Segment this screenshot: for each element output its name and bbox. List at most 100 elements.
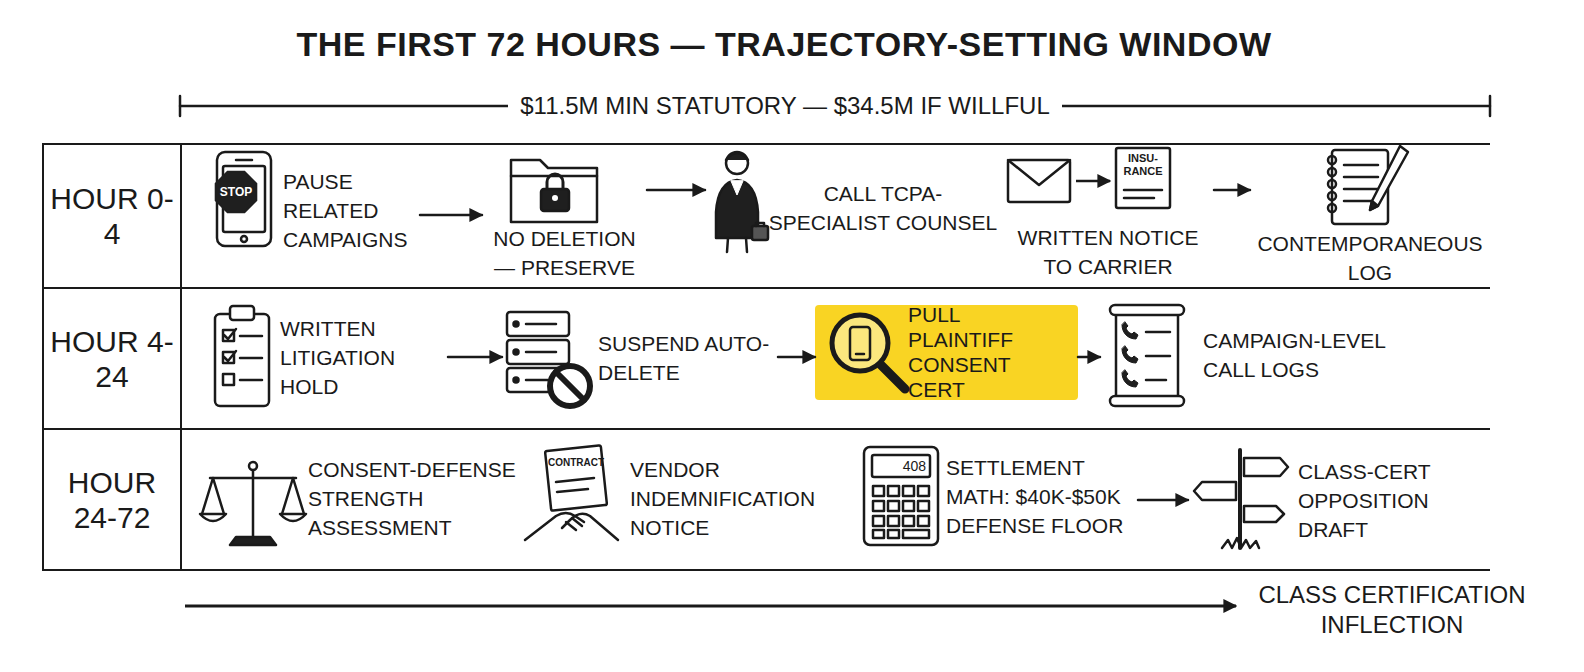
step-text-wrap: WRITTEN LITIGATION HOLD: [280, 314, 445, 401]
scales-icon: [230, 537, 276, 545]
step-text-wrap: CAMPAIGN-LEVEL CALL LOGS: [1203, 326, 1418, 384]
folder-lock-icon: [511, 160, 597, 222]
step-label: WRITTEN NOTICE TO CARRIER: [1002, 223, 1214, 281]
calculator-icon: [918, 516, 929, 526]
calculator-icon: [873, 516, 884, 526]
folder-lock-icon: [552, 195, 558, 201]
step-text-wrap: CONTEMPORANEOUS LOG: [1250, 229, 1490, 287]
dimension-label: $11.5M MIN STATUTORY — $34.5M IF WILLFUL: [508, 92, 1061, 120]
scales-icon: [280, 514, 306, 521]
document-text: CONTRACT: [547, 457, 605, 469]
counsel-icon: [756, 223, 764, 226]
call-log-scroll: [1146, 379, 1166, 382]
time-band: HOUR 24-72 CONSENT-DEFENSE STRENGTH ASSES…: [42, 428, 1490, 571]
step-text-wrap: SETTLEMENT MATH: $40K-$50K DEFENSE FLOOR: [946, 453, 1136, 540]
scales-icon: [200, 514, 226, 521]
clipboard-icon: [215, 306, 269, 406]
folder-lock-icon: [541, 189, 569, 211]
step-item: WRITTEN NOTICE TO CARRIER: [1002, 148, 1214, 278]
envelope-icon: [1008, 160, 1070, 185]
contract-handshake-icon: [566, 518, 582, 530]
calculator-icon: [888, 516, 899, 526]
signpost-icon: [1194, 450, 1288, 548]
hour-label: HOUR 24-72: [49, 465, 175, 535]
phone-icon: [236, 159, 252, 162]
server-icon: [556, 372, 584, 400]
step-text-wrap: SUSPEND AUTO-DELETE: [598, 329, 776, 387]
step-label: CONSENT-DEFENSE STRENGTH ASSESSMENT: [308, 455, 533, 542]
dimension-line: [1489, 96, 1492, 116]
counsel-icon: [726, 153, 748, 160]
step-text-wrap: PULL PLAINTIFF CONSENT CERT: [908, 302, 1070, 402]
clipboard-icon: [224, 329, 236, 339]
notebook-icon: [1328, 168, 1336, 176]
document-text: INSU- RANCE: [1116, 152, 1170, 178]
magnifier-icon: [832, 315, 905, 389]
call-log-scroll: [1122, 346, 1138, 363]
call-log-scroll: [1122, 322, 1138, 339]
step-text-wrap: CONSENT-DEFENSE STRENGTH ASSESSMENT: [308, 455, 533, 542]
flow-arrow: [1138, 499, 1188, 502]
envelope-icon: [1008, 160, 1070, 202]
notebook-icon: [1344, 188, 1378, 191]
notebook-icon: [1370, 146, 1408, 210]
phone-icon: [241, 236, 247, 242]
signpost-icon: [1222, 538, 1259, 548]
notebook-icon: [1328, 180, 1336, 188]
magnifier-icon: [856, 353, 864, 356]
counsel-icon: [716, 152, 768, 252]
calculator-icon: [903, 516, 914, 526]
signpost-icon: [1244, 506, 1284, 522]
contract-handshake-icon: [545, 445, 607, 511]
server-icon: [526, 351, 556, 354]
insurance-document: [1116, 148, 1170, 208]
server-icon: [507, 340, 569, 364]
step-label: CAMPAIGN-LEVEL CALL LOGS: [1203, 326, 1418, 384]
server-icon: [514, 378, 519, 383]
server-icon: [550, 366, 590, 406]
contract-handshake-icon: [562, 514, 618, 540]
step-label: CLASS-CERT OPPOSITION DRAFT: [1298, 457, 1466, 544]
calculator-icon: [888, 486, 899, 496]
counsel-icon: [752, 226, 768, 240]
step-text-wrap: CALL TCPA-SPECIALIST COUNSEL: [768, 179, 998, 237]
magnifier-icon: [881, 365, 905, 389]
folder-lock-icon: [511, 160, 597, 222]
call-log-scroll: [1122, 370, 1138, 387]
notebook-icon: [1370, 201, 1378, 210]
insurance-document: [1124, 197, 1154, 200]
insurance-document: [1116, 148, 1170, 208]
calculator-icon: [872, 455, 930, 477]
notebook-icon: [1328, 192, 1336, 200]
call-log-scroll: [1116, 312, 1178, 398]
scales-icon: [282, 478, 304, 514]
flow-arrow: [778, 356, 815, 359]
counsel-icon: [726, 152, 748, 174]
counsel-icon: [731, 181, 743, 195]
scales-icon: [202, 478, 224, 514]
diagram-title: THE FIRST 72 HOURS — TRAJECTORY-SETTING …: [0, 22, 1568, 66]
step-label: CONTEMPORANEOUS LOG: [1250, 229, 1490, 287]
notebook-icon: [1328, 156, 1336, 164]
timeline-end-label: CLASS CERTIFICATION INFLECTION: [1242, 580, 1542, 640]
contract-handshake-icon: [557, 489, 588, 492]
contract-handshake-icon: [525, 445, 618, 540]
signpost-icon: [1244, 458, 1288, 476]
calculator-icon: [903, 501, 914, 511]
calculator-icon: [864, 447, 938, 545]
counsel-icon: [727, 238, 728, 252]
server-icon: [526, 379, 548, 382]
clipboard-icon: [224, 351, 236, 361]
notebook-icon: [1344, 176, 1378, 179]
dimension-line: [179, 96, 182, 116]
calculator-icon: [864, 447, 938, 545]
signpost-icon: [1238, 450, 1242, 548]
scales-icon: [210, 477, 296, 480]
step-text-wrap: NO DELETION — PRESERVE: [482, 224, 647, 282]
server-icon: [507, 312, 569, 336]
flow-arrow: [420, 214, 482, 217]
envelope-icon: [1008, 160, 1070, 202]
clipboard-icon: [240, 357, 262, 360]
step-label: VENDOR INDEMNIFICATION NOTICE: [630, 455, 845, 542]
